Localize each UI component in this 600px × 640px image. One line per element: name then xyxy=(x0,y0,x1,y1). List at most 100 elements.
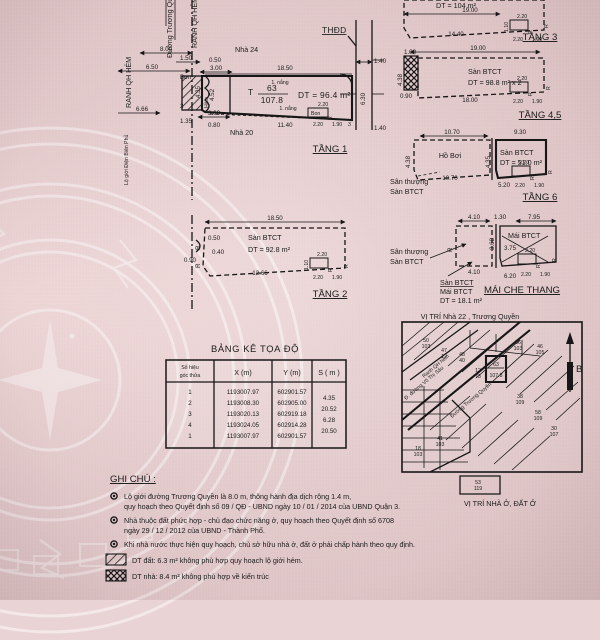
svg-text:1.90: 1.90 xyxy=(532,99,542,105)
floorplan-tang-1: 8.00 6.50 1.50 0.50 3.00 6.66 1.35 2 4.3… xyxy=(117,20,387,155)
svg-text:DT = 18.1 m²: DT = 18.1 m² xyxy=(440,296,483,305)
svg-text:1193024.05: 1193024.05 xyxy=(227,422,260,429)
svg-text:Hầm: Hầm xyxy=(204,97,210,108)
svg-text:12.66: 12.66 xyxy=(252,270,268,277)
svg-text:1.90: 1.90 xyxy=(534,183,544,189)
svg-text:58: 58 xyxy=(535,410,541,416)
svg-text:góc thửa: góc thửa xyxy=(180,372,201,379)
side-length: 6.28 xyxy=(323,417,336,424)
svg-text:6.30: 6.30 xyxy=(360,92,367,105)
legend-swatch-diagonal-hatch xyxy=(105,553,127,566)
table-row: 4 1193024.05 602914.28 xyxy=(188,422,307,429)
notes-title: GHI CHÚ : xyxy=(110,474,156,485)
legend-text: DT đất: 6.3 m² không phù hợp quy hoạch l… xyxy=(132,556,303,565)
north-label: B xyxy=(576,364,582,375)
site-label-ranh-qh-hem-mid: RANH QH HẺM xyxy=(190,0,199,48)
svg-text:0.90: 0.90 xyxy=(400,93,413,100)
svg-text:46: 46 xyxy=(537,344,543,350)
location-map: VỊ TRÍ Nhà 22 , Trương Quyền xyxy=(401,312,583,508)
thdd-label: THĐD xyxy=(322,25,346,35)
svg-text:R: R xyxy=(447,247,454,252)
svg-text:2.20: 2.20 xyxy=(517,14,527,20)
table-row: 1 1193007.97 602901.57 xyxy=(188,433,307,440)
svg-text:3.75: 3.75 xyxy=(504,245,517,252)
svg-text:Nhà 24: Nhà 24 xyxy=(235,45,258,54)
bullet-icon xyxy=(110,492,118,500)
svg-text:Bon: Bon xyxy=(311,111,320,117)
svg-text:105: 105 xyxy=(536,350,545,356)
svg-text:56: 56 xyxy=(515,340,521,346)
svg-text:109: 109 xyxy=(516,400,525,406)
floorplan-tang-2: 18.50 0.50 0.40 0.90 R R Sàn BTCT DT = 9… xyxy=(184,215,350,300)
tang-1-title: TẦNG 1 xyxy=(313,144,348,155)
svg-text:R: R xyxy=(344,264,350,268)
svg-text:1.50: 1.50 xyxy=(180,55,193,62)
bullet-icon xyxy=(110,516,118,524)
svg-text:T: T xyxy=(248,87,253,97)
svg-text:30: 30 xyxy=(551,426,557,432)
svg-text:Sàn BTCT: Sàn BTCT xyxy=(468,67,502,76)
svg-text:1. nắng: 1. nắng xyxy=(279,105,296,112)
svg-text:1.90: 1.90 xyxy=(532,37,542,43)
svg-text:103: 103 xyxy=(514,346,523,352)
svg-text:Sàn BTCT: Sàn BTCT xyxy=(440,278,474,287)
svg-text:63: 63 xyxy=(267,83,277,93)
svg-text:2.20: 2.20 xyxy=(318,102,328,108)
svg-text:R: R xyxy=(328,268,334,272)
svg-text:R: R xyxy=(195,245,202,250)
svg-text:Mái BTCT: Mái BTCT xyxy=(508,231,541,240)
svg-text:53: 53 xyxy=(475,480,481,486)
svg-text:40: 40 xyxy=(459,358,465,364)
svg-text:63: 63 xyxy=(493,362,499,368)
svg-text:11.40: 11.40 xyxy=(277,122,293,129)
svg-text:4.10: 4.10 xyxy=(468,269,481,276)
svg-text:2: 2 xyxy=(188,400,192,407)
svg-text:50: 50 xyxy=(423,338,429,344)
floorplan-tang-4-5: 19.00 1.00 4.38 0.90 Sàn BTCT DT = 98.8 … xyxy=(397,45,561,121)
svg-text:4.38: 4.38 xyxy=(397,73,404,86)
svg-text:2.20: 2.20 xyxy=(525,248,535,254)
svg-text:R: R xyxy=(536,264,542,268)
svg-text:3.00: 3.00 xyxy=(210,65,223,72)
svg-text:R: R xyxy=(195,263,202,268)
svg-text:Đường Trương Quyền: Đường Trương Quyền xyxy=(165,0,174,58)
coordinate-table-title: BẢNG KÊ TỌA ĐỘ xyxy=(211,343,299,354)
svg-text:3: 3 xyxy=(348,122,351,128)
svg-text:Sàn BTCT: Sàn BTCT xyxy=(248,233,282,242)
svg-text:3.68: 3.68 xyxy=(489,237,496,250)
site-label-duong-truong-quyen: Đường Trương Quyền xyxy=(165,0,174,58)
svg-text:R: R xyxy=(530,176,536,180)
svg-text:R: R xyxy=(544,24,550,28)
svg-text:4.35: 4.35 xyxy=(485,155,492,168)
svg-text:18.50: 18.50 xyxy=(277,65,293,72)
coordinate-table: BẢNG KÊ TỌA ĐỘ Số hiệu góc thửa X (m) Y … xyxy=(165,343,347,449)
svg-text:R: R xyxy=(546,86,552,90)
svg-text:73: 73 xyxy=(475,374,481,380)
svg-text:107.8: 107.8 xyxy=(261,95,284,105)
svg-text:5.20: 5.20 xyxy=(498,182,511,189)
svg-text:103: 103 xyxy=(422,344,431,350)
svg-text:DT = 92.8 m²: DT = 92.8 m² xyxy=(248,245,291,254)
svg-text:1.10: 1.10 xyxy=(304,260,310,270)
svg-text:1.40: 1.40 xyxy=(374,125,387,132)
svg-text:12: 12 xyxy=(475,368,481,374)
svg-text:119: 119 xyxy=(474,486,482,492)
floorplan-tang-6: 10.70 Hồ Bơi 4.38 10.70 9.30 Sàn BTCT DT… xyxy=(390,129,557,203)
svg-text:4.38: 4.38 xyxy=(405,155,412,168)
svg-text:RANH QH HẺM: RANH QH HẺM xyxy=(190,0,199,48)
svg-text:Sàn BTCT: Sàn BTCT xyxy=(390,257,424,266)
svg-text:12: 12 xyxy=(441,354,447,360)
side-length: 20.52 xyxy=(321,406,337,413)
tang-6-title: TẦNG 6 xyxy=(523,192,558,203)
svg-text:quy hoạch theo Quyết định số 0: quy hoạch theo Quyết định số 09 / QĐ - U… xyxy=(124,502,400,511)
svg-text:Sàn BTCT: Sàn BTCT xyxy=(453,0,487,2)
svg-text:1.10: 1.10 xyxy=(504,22,510,32)
svg-text:1193007.97: 1193007.97 xyxy=(227,389,260,396)
svg-text:R: R xyxy=(528,92,534,96)
table-row: 1 1193007.97 602901.57 xyxy=(188,389,307,396)
svg-text:3: 3 xyxy=(188,411,192,418)
svg-text:9.30: 9.30 xyxy=(514,129,527,136)
bullet-icon xyxy=(110,540,118,548)
svg-text:Sàn BTCT: Sàn BTCT xyxy=(500,148,534,157)
svg-text:Sân thượng: Sân thượng xyxy=(390,247,428,256)
